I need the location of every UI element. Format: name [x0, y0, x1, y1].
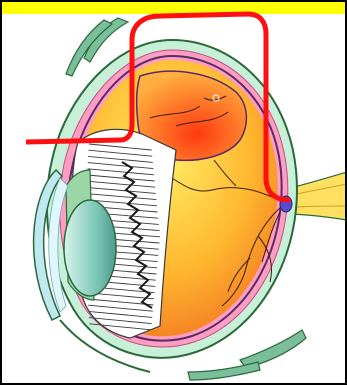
lens	[64, 200, 116, 296]
top-banner	[0, 0, 347, 14]
